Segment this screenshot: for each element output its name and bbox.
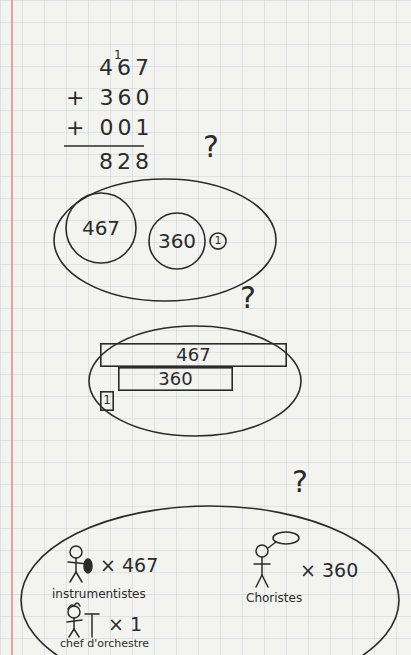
count-label: × 467 bbox=[100, 555, 158, 576]
quantity-number: 467 bbox=[176, 345, 210, 365]
quantity-circle: 467 bbox=[65, 192, 137, 264]
group-label: instrumentistes bbox=[52, 588, 146, 601]
sum: 828 bbox=[99, 150, 153, 174]
bar-outline bbox=[101, 392, 113, 410]
bar-outline bbox=[101, 344, 286, 366]
group-label: chef d'orchestre bbox=[60, 638, 149, 650]
quantity-number: 1 bbox=[103, 394, 111, 407]
conductor-figure bbox=[67, 603, 99, 637]
quantity-bar: 467 bbox=[100, 343, 287, 367]
oval-outline bbox=[21, 506, 399, 655]
quantity-number: 467 bbox=[82, 217, 120, 239]
question-mark: ? bbox=[240, 281, 256, 314]
addend: + 001 bbox=[66, 116, 153, 140]
group-oval: 4673601? bbox=[88, 325, 302, 437]
oval-outline bbox=[88, 325, 302, 437]
question-mark: ? bbox=[203, 130, 219, 163]
bar-outline bbox=[119, 368, 232, 390]
count-label: × 1 bbox=[108, 614, 142, 635]
quantity-number: 360 bbox=[158, 230, 196, 252]
singer-figure bbox=[254, 532, 299, 587]
oval-outline bbox=[89, 326, 301, 436]
quantity-bar: 360 bbox=[118, 367, 233, 391]
count-label: × 360 bbox=[300, 560, 358, 581]
quantity-circle: 360 bbox=[148, 212, 206, 270]
oval-outline bbox=[149, 213, 205, 269]
margin-line bbox=[11, 0, 13, 655]
addend: 467 bbox=[99, 56, 153, 80]
quantity-number: 360 bbox=[158, 369, 192, 389]
instrumentist-figure bbox=[68, 546, 92, 582]
question-mark: ? bbox=[292, 465, 308, 498]
quantity-number: 1 bbox=[215, 235, 222, 247]
sum-line bbox=[64, 145, 144, 147]
quantity-circle: 1 bbox=[209, 232, 227, 250]
group-label: Choristes bbox=[246, 592, 302, 605]
quantity-bar: 1 bbox=[100, 391, 114, 411]
addend: + 360 bbox=[66, 86, 153, 110]
oval-outline bbox=[210, 233, 226, 249]
oval-outline bbox=[66, 193, 136, 263]
